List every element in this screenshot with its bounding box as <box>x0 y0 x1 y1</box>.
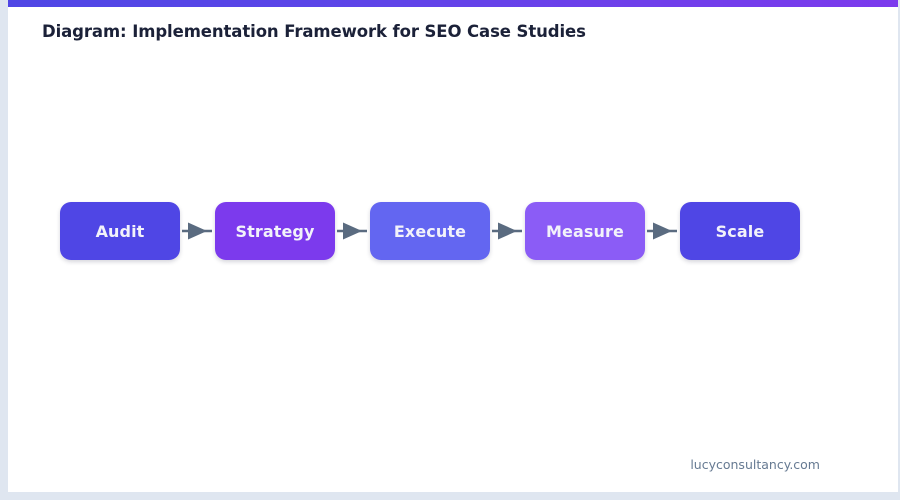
flow-node-label: Scale <box>715 221 765 241</box>
flow-node-label: Measure <box>546 221 624 241</box>
source-attribution: lucyconsultancy.com <box>690 457 820 472</box>
flow-node-execute[interactable]: Execute <box>370 202 490 260</box>
top-accent-bar <box>8 0 898 7</box>
flow-node-measure[interactable]: Measure <box>525 202 645 260</box>
arrow-right-icon <box>490 202 525 260</box>
flow-node-label: Execute <box>393 221 467 241</box>
process-flow: Audit Strategy Execute <box>60 202 800 260</box>
flow-node-label: Strategy <box>235 221 315 241</box>
flow-node-strategy[interactable]: Strategy <box>215 202 335 260</box>
arrow-right-icon <box>335 202 370 260</box>
flow-node-scale[interactable]: Scale <box>680 202 800 260</box>
page-title: Diagram: Implementation Framework for SE… <box>42 22 586 41</box>
flow-node-audit[interactable]: Audit <box>60 202 180 260</box>
arrow-right-icon <box>645 202 680 260</box>
arrow-right-icon <box>180 202 215 260</box>
flow-node-label: Audit <box>95 221 145 241</box>
